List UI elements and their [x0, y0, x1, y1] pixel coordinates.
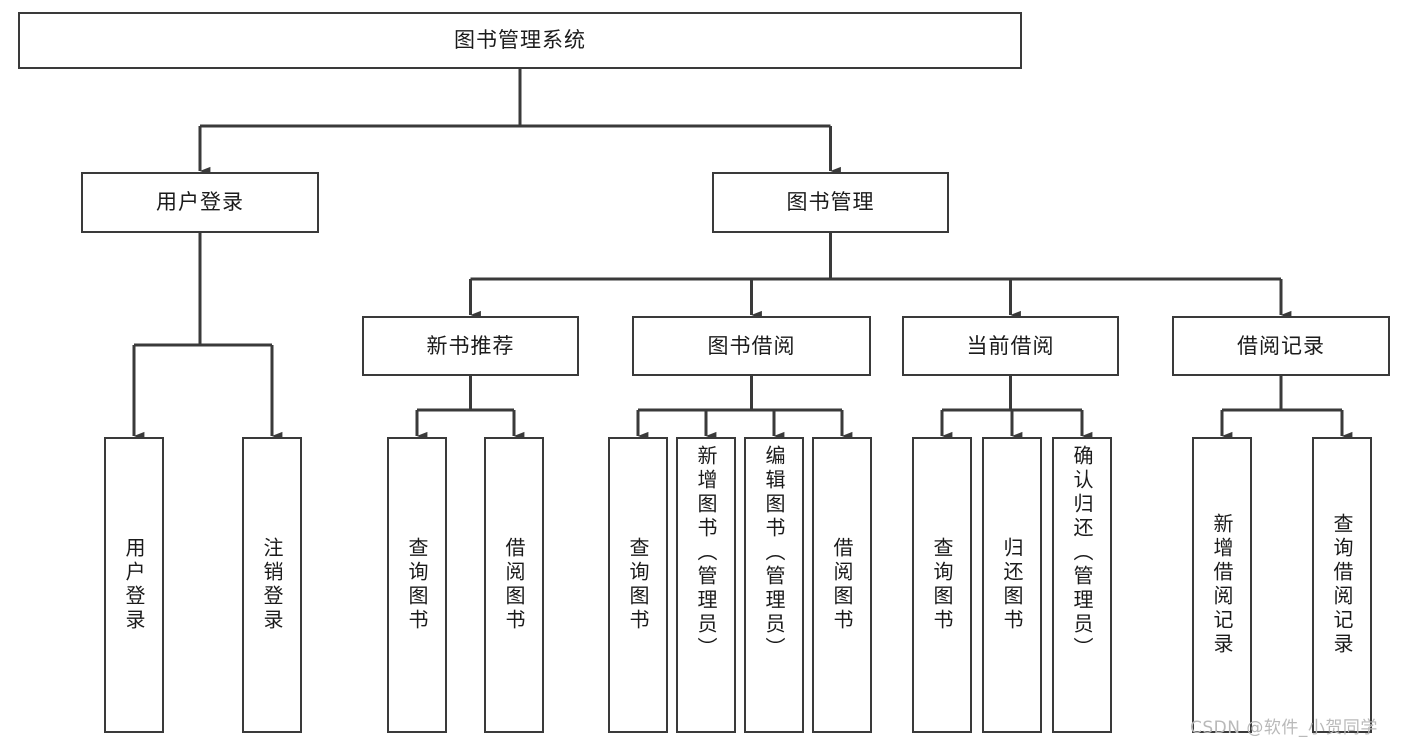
leaf-query-book-1[interactable]: 查询图书 — [387, 437, 447, 733]
node-current-borrow-label: 当前借阅 — [966, 333, 1055, 358]
leaf-query-book-3-label: 查询图书 — [930, 537, 954, 633]
leaf-return-book[interactable]: 归还图书 — [982, 437, 1042, 733]
leaf-add-book[interactable]: 新增图书（管理员） — [676, 437, 736, 733]
leaf-query-book-1-label: 查询图书 — [405, 537, 429, 633]
leaf-borrow-book-1[interactable]: 借阅图书 — [484, 437, 544, 733]
leaf-query-record-label: 查询借阅记录 — [1330, 513, 1354, 657]
node-current-borrow[interactable]: 当前借阅 — [902, 316, 1119, 376]
leaf-user-login[interactable]: 用户登录 — [104, 437, 164, 733]
leaf-add-record[interactable]: 新增借阅记录 — [1192, 437, 1252, 733]
leaf-query-book-2[interactable]: 查询图书 — [608, 437, 668, 733]
node-borrow-record-label: 借阅记录 — [1237, 333, 1325, 358]
leaf-user-logout-label: 注销登录 — [260, 537, 284, 633]
leaf-confirm-return[interactable]: 确认归还（管理员） — [1052, 437, 1112, 733]
node-book-borrow-label: 图书借阅 — [707, 333, 796, 358]
node-book-manage-label: 图书管理 — [786, 190, 875, 215]
leaf-user-login-label: 用户登录 — [122, 537, 146, 633]
leaf-add-record-label: 新增借阅记录 — [1210, 513, 1234, 657]
node-new-book-recommend-label: 新书推荐 — [426, 333, 515, 358]
leaf-add-book-label: 新增图书（管理员） — [694, 445, 718, 661]
leaf-user-logout[interactable]: 注销登录 — [242, 437, 302, 733]
leaf-edit-book-label: 编辑图书（管理员） — [762, 445, 786, 661]
leaf-query-record[interactable]: 查询借阅记录 — [1312, 437, 1372, 733]
leaf-borrow-book-1-label: 借阅图书 — [502, 537, 526, 633]
node-user-login[interactable]: 用户登录 — [81, 172, 319, 233]
leaf-return-book-label: 归还图书 — [1000, 537, 1024, 633]
node-book-borrow[interactable]: 图书借阅 — [632, 316, 871, 376]
node-user-login-label: 用户登录 — [156, 190, 244, 215]
leaf-confirm-return-label: 确认归还（管理员） — [1070, 445, 1094, 661]
node-root[interactable]: 图书管理系统 — [18, 12, 1022, 69]
node-borrow-record[interactable]: 借阅记录 — [1172, 316, 1390, 376]
leaf-edit-book[interactable]: 编辑图书（管理员） — [744, 437, 804, 733]
leaf-borrow-book-2[interactable]: 借阅图书 — [812, 437, 872, 733]
node-new-book-recommend[interactable]: 新书推荐 — [362, 316, 579, 376]
node-book-manage[interactable]: 图书管理 — [712, 172, 949, 233]
leaf-borrow-book-2-label: 借阅图书 — [830, 537, 854, 633]
watermark: CSDN @软件_小贺同学 — [1190, 718, 1378, 738]
node-root-label: 图书管理系统 — [454, 28, 586, 53]
leaf-query-book-2-label: 查询图书 — [626, 537, 650, 633]
leaf-query-book-3[interactable]: 查询图书 — [912, 437, 972, 733]
